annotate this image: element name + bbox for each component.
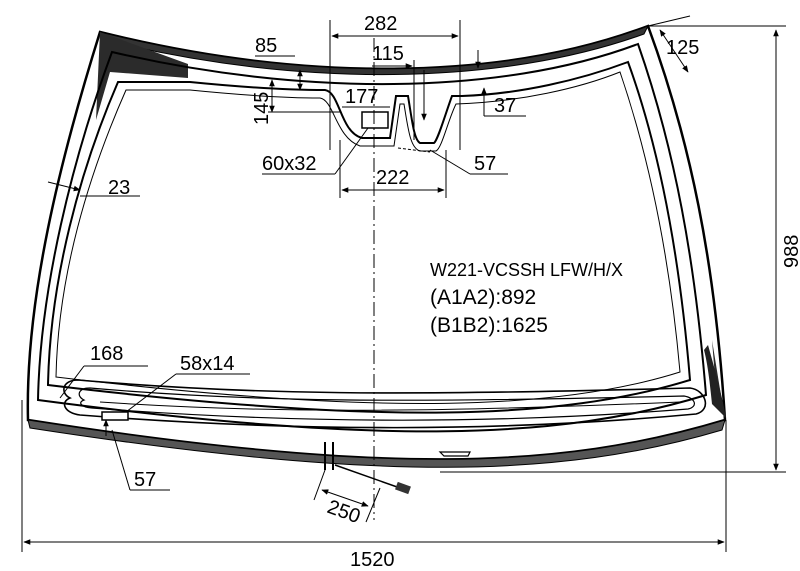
dim-leader-58x14-b bbox=[125, 373, 177, 413]
connector-wire bbox=[334, 464, 401, 489]
dim-leader-168-b bbox=[59, 365, 85, 399]
model-code: W221-VCSSH LFW/H/X bbox=[430, 260, 623, 280]
viewing-area-outline bbox=[46, 60, 692, 414]
connector-tab bbox=[438, 451, 471, 457]
dim-label-37: 37 bbox=[494, 95, 516, 117]
dim-leader-57-bottom bbox=[111, 429, 131, 491]
ext-line-125 bbox=[647, 15, 691, 27]
dim-arrow-57-top bbox=[397, 147, 431, 153]
dim-label-115: 115 bbox=[372, 43, 404, 65]
dim-label-85: 85 bbox=[255, 35, 277, 57]
dim-label-988: 988 bbox=[781, 235, 800, 268]
dim-label-177: 177 bbox=[345, 86, 378, 108]
dim-label-282: 282 bbox=[364, 13, 397, 35]
ext-line-250-right bbox=[365, 487, 381, 523]
top-frit-band bbox=[99, 25, 650, 75]
dim-label-23: 23 bbox=[108, 177, 130, 199]
spec-a1a2: (A1A2):892 bbox=[430, 286, 536, 309]
bottom-frit-strip bbox=[27, 419, 726, 468]
heater-loop-inner bbox=[78, 387, 695, 421]
dim-label-60x32: 60x32 bbox=[262, 153, 317, 175]
dim-label-145: 145 bbox=[251, 92, 273, 125]
heater-loop-outer bbox=[63, 379, 707, 429]
ext-line-250-left bbox=[313, 469, 326, 501]
dim-label-168: 168 bbox=[90, 343, 123, 365]
spec-b1b2: (B1B2):1625 bbox=[430, 314, 548, 337]
connector-plug bbox=[395, 481, 411, 495]
right-lower-frit bbox=[704, 345, 726, 418]
dim-label-58x14: 58x14 bbox=[180, 353, 235, 375]
heater-loop-center bbox=[99, 401, 681, 411]
dim-label-250: 250 bbox=[324, 496, 363, 528]
dim-label-57-top: 57 bbox=[474, 153, 496, 175]
dim-line-250 bbox=[321, 489, 369, 507]
sensor-box-bottom bbox=[101, 411, 129, 421]
frit-inner-line bbox=[36, 42, 708, 433]
dim-label-222: 222 bbox=[376, 167, 409, 189]
dim-line-125 bbox=[659, 29, 689, 73]
dim-label-57-bottom: 57 bbox=[134, 469, 156, 491]
dim-leader-23 bbox=[47, 181, 81, 192]
dim-label-1520: 1520 bbox=[350, 549, 395, 571]
dim-leader-57-top bbox=[429, 149, 471, 175]
sensor-box-top bbox=[361, 111, 389, 129]
dim-label-125: 125 bbox=[666, 37, 699, 59]
